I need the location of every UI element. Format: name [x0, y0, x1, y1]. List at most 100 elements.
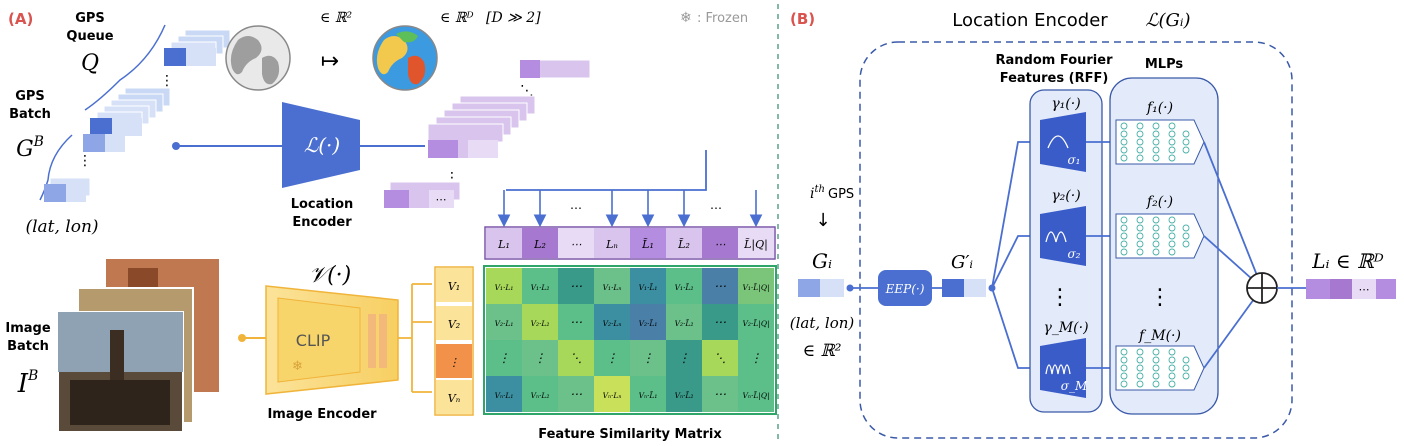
clip-block [277, 297, 361, 383]
mlp-neuron-icon [1136, 232, 1144, 240]
mlp-neuron-icon [1168, 248, 1176, 256]
v-cell-label: V₂ [448, 318, 460, 331]
snowflake-icon: ❄ [680, 10, 692, 26]
matrix-cell-label: V₁·L̃|Q| [743, 283, 770, 292]
mlp-neuron-icon [1168, 216, 1176, 224]
feature-similarity-label: Feature Similarity Matrix [538, 427, 722, 442]
matrix-cell [522, 268, 558, 304]
matrix-cell [630, 340, 666, 376]
matrix-cell [522, 340, 558, 376]
rff-label-2: Features (RFF) [1000, 71, 1109, 86]
v-cell-label: ⋮ [449, 356, 460, 369]
l-cell-label: L̃|Q| [743, 238, 768, 252]
location-encoder-shape [282, 102, 360, 188]
matrix-cell [522, 376, 558, 412]
mlp-neuron-icon [1182, 138, 1190, 146]
lat-lon-a: (lat, lon) [25, 217, 98, 237]
sigma-label: σ₁ [1067, 153, 1080, 167]
mlp-neuron-icon [1152, 146, 1160, 154]
mlp-neuron-icon [1120, 248, 1128, 256]
svg-text:⋯: ⋯ [570, 201, 582, 215]
matrix-cell [702, 304, 738, 340]
matrix-cell [486, 340, 522, 376]
mlp-neuron-icon [1182, 356, 1190, 364]
matrix-cell [630, 304, 666, 340]
matrix-cell [558, 340, 594, 376]
f-label: f₁(·) [1146, 100, 1173, 116]
matrix-cell [630, 376, 666, 412]
panel-b-label: (B) [790, 10, 815, 28]
mlp-neuron-icon [1168, 240, 1176, 248]
matrix-cell [594, 304, 630, 340]
matrix-cell [594, 268, 630, 304]
mlp-neuron-icon [1120, 138, 1128, 146]
matrix-cell-label: ⋯ [570, 315, 582, 329]
mlp-neuron-icon [1182, 240, 1190, 248]
mlps-label: MLPs [1145, 57, 1184, 72]
matrix-cell-label: V₂·L₂ [531, 319, 550, 328]
mlp-neuron-icon [1168, 138, 1176, 146]
matrix-cell [486, 268, 522, 304]
mlp-neuron-icon [1136, 364, 1144, 372]
l-cell [630, 228, 666, 258]
mlp-neuron-icon [1136, 216, 1144, 224]
mlp-neuron-icon [1120, 240, 1128, 248]
globe-color [372, 25, 438, 91]
matrix-cell [522, 304, 558, 340]
mlp-neuron-icon [1136, 372, 1144, 380]
li-dots: ⋯ [1359, 283, 1370, 296]
matrix-cell-label: V₁·L̃₁ [639, 283, 658, 292]
l-cell-label: L₂ [533, 238, 546, 251]
mapsto: ↦ [321, 49, 339, 74]
matrix-cell-label: ⋱ [570, 351, 582, 365]
mlp-neuron-icon [1152, 122, 1160, 130]
gi-prime-box-left [942, 279, 964, 297]
matrix-cell-label: ⋯ [570, 387, 582, 401]
matrix-cell-label: ⋮ [642, 351, 654, 365]
matrix-cell [558, 304, 594, 340]
mlp-neuron-icon [1152, 154, 1160, 162]
l-cell [594, 228, 630, 258]
rff-wave-icon [1047, 135, 1069, 149]
mlp-neuron-icon [1168, 380, 1176, 388]
mlp-neuron-icon [1152, 372, 1160, 380]
mlp-neuron-icon [1120, 232, 1128, 240]
mlp-neuron-icon [1136, 224, 1144, 232]
matrix-cell [594, 376, 630, 412]
mlp-neuron-icon [1136, 146, 1144, 154]
mlp-neuron-icon [1136, 380, 1144, 388]
mlp-neuron-icon [1120, 356, 1128, 364]
matrix-cell-label: Vₙ·L̃₁ [639, 391, 658, 400]
mlp-neuron-icon [1182, 372, 1190, 380]
batch-brace [39, 134, 73, 201]
matrix-cell-label: V₂·Lₙ [603, 319, 622, 328]
image-batch-label-1: Image [5, 321, 50, 336]
mlp-neuron-icon [1182, 224, 1190, 232]
image-stack: ⋰ [57, 257, 221, 433]
mlp-neuron-icon [1120, 130, 1128, 138]
matrix-cell [486, 376, 522, 412]
mlp-neuron-icon [1120, 364, 1128, 372]
clip-label: CLIP [296, 331, 331, 350]
gps-batch-symbol: GB [16, 134, 44, 162]
mlp-neuron-icon [1168, 356, 1176, 364]
gps-batch-label-2: Batch [9, 107, 51, 122]
matrix-cell-label: V₂·L̃₁ [639, 319, 658, 328]
panel-b-title-symbol: ℒ(Gᵢ) [1145, 10, 1190, 31]
mlp-neuron-icon [1182, 146, 1190, 154]
matrix-cell [666, 376, 702, 412]
mlp-neuron-icon [1152, 224, 1160, 232]
l-cell [486, 228, 522, 258]
matrix-cell [738, 304, 774, 340]
mlp-vdots: ⋮ [1149, 285, 1171, 310]
mlp-neuron-icon [1136, 154, 1144, 162]
rff-label-1: Random Fourier [996, 53, 1114, 68]
mlp-neuron-icon [1120, 216, 1128, 224]
mlp-items: f₁(·)f₂(·)f_M(·) [1115, 100, 1205, 391]
svg-text:⋮: ⋮ [78, 153, 92, 169]
mlp-block [1115, 345, 1205, 391]
matrix-cell-label: ⋮ [534, 351, 546, 365]
rff-wave-icon [1045, 364, 1071, 375]
